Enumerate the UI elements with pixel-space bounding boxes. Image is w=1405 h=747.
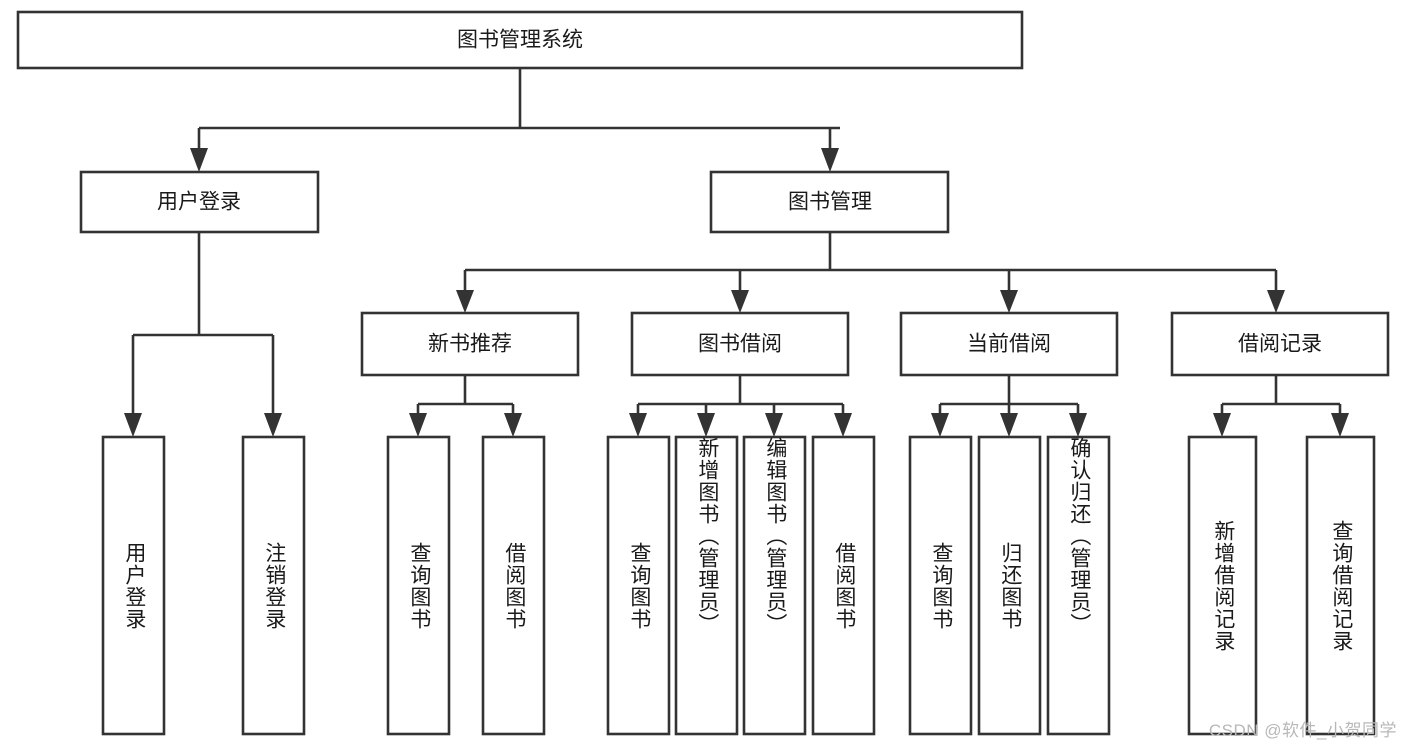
node-new-book-recommend[interactable]: 新书推荐: [360, 311, 580, 377]
node-current-borrow-box[interactable]: [899, 311, 1119, 377]
node-book-manage-label: 图书管理: [788, 191, 872, 214]
node-root[interactable]: 图书管理系统: [16, 10, 1024, 70]
leaf-box-logout[interactable]: [241, 435, 306, 736]
node-current-borrow-label: 当前借阅: [967, 333, 1051, 356]
node-borrow-record-box[interactable]: [1170, 311, 1390, 377]
leaf-box-nb-query-book[interactable]: [386, 435, 451, 736]
watermark-text: CSDN @软件_小贺同学: [1208, 721, 1397, 740]
arrow-head-book-manage: [821, 148, 839, 172]
node-book-manage[interactable]: 图书管理: [709, 170, 950, 234]
arrow-head-cb-return-book: [1000, 413, 1018, 437]
node-root-label: 图书管理系统: [457, 29, 583, 52]
leaf-box-user-login[interactable]: [101, 435, 166, 736]
node-root-box[interactable]: [16, 10, 1024, 70]
leaf-box-nb-borrow-book[interactable]: [481, 435, 546, 736]
node-user-login[interactable]: 用户登录: [79, 170, 320, 234]
connector-group-new-book: [409, 375, 522, 437]
leaf-box-cb-confirm-return[interactable]: [1046, 435, 1111, 736]
arrow-head-new-book: [456, 290, 474, 313]
leaf-box-bb-query-book[interactable]: [606, 435, 671, 736]
arrow-head-book-borrow: [731, 290, 749, 313]
connector-group-book-manage: [456, 232, 1285, 313]
node-book-borrow-box[interactable]: [630, 311, 850, 377]
leaf-box-bb-add-book[interactable]: [674, 435, 739, 736]
arrow-head-bb-add-book: [697, 413, 715, 437]
node-borrow-record[interactable]: 借阅记录: [1170, 311, 1390, 377]
node-book-manage-box[interactable]: [709, 170, 950, 234]
connector-group-root: [190, 68, 840, 172]
arrow-head-bb-edit-book: [765, 413, 783, 437]
arrow-head-leaf-user-login: [124, 413, 142, 437]
node-user-login-box[interactable]: [79, 170, 320, 234]
node-book-borrow[interactable]: 图书借阅: [630, 311, 850, 377]
arrow-head-leaf-logout: [264, 413, 282, 437]
arrow-head-br-add-record: [1213, 413, 1231, 437]
node-current-borrow[interactable]: 当前借阅: [899, 311, 1119, 377]
node-book-borrow-label: 图书借阅: [698, 333, 782, 356]
connector-group-user-login: [124, 232, 282, 437]
node-user-login-label: 用户登录: [157, 191, 241, 214]
arrow-head-br-query-record: [1331, 413, 1349, 437]
arrow-head-nb-borrow-book: [504, 413, 522, 437]
connector-group-current-borrow: [931, 375, 1087, 437]
leaf-box-bb-borrow-book[interactable]: [811, 435, 876, 736]
arrow-head-bb-query-book: [629, 413, 647, 437]
connector-group-borrow-record: [1213, 375, 1349, 437]
node-new-book-recommend-box[interactable]: [360, 311, 580, 377]
leaf-box-br-query-record[interactable]: [1305, 435, 1376, 736]
leaf-box-br-add-record[interactable]: [1187, 435, 1258, 736]
leaf-box-cb-query-book[interactable]: [908, 435, 973, 736]
connector-group-book-borrow: [629, 375, 852, 437]
arrow-head-current-borrow: [1000, 290, 1018, 313]
leaf-boxes: [101, 435, 1376, 736]
node-borrow-record-label: 借阅记录: [1238, 333, 1322, 356]
arrow-head-cb-query-book: [931, 413, 949, 437]
leaf-box-bb-edit-book[interactable]: [742, 435, 807, 736]
arrow-head-nb-query-book: [409, 413, 427, 437]
arrow-head-cb-confirm-return: [1069, 413, 1087, 437]
node-new-book-recommend-label: 新书推荐: [428, 333, 512, 356]
leaf-box-cb-return-book[interactable]: [977, 435, 1042, 736]
arrow-head-bb-borrow-book: [834, 413, 852, 437]
arrow-head-borrow-record: [1267, 290, 1285, 313]
arrow-head-user-login: [190, 148, 208, 172]
